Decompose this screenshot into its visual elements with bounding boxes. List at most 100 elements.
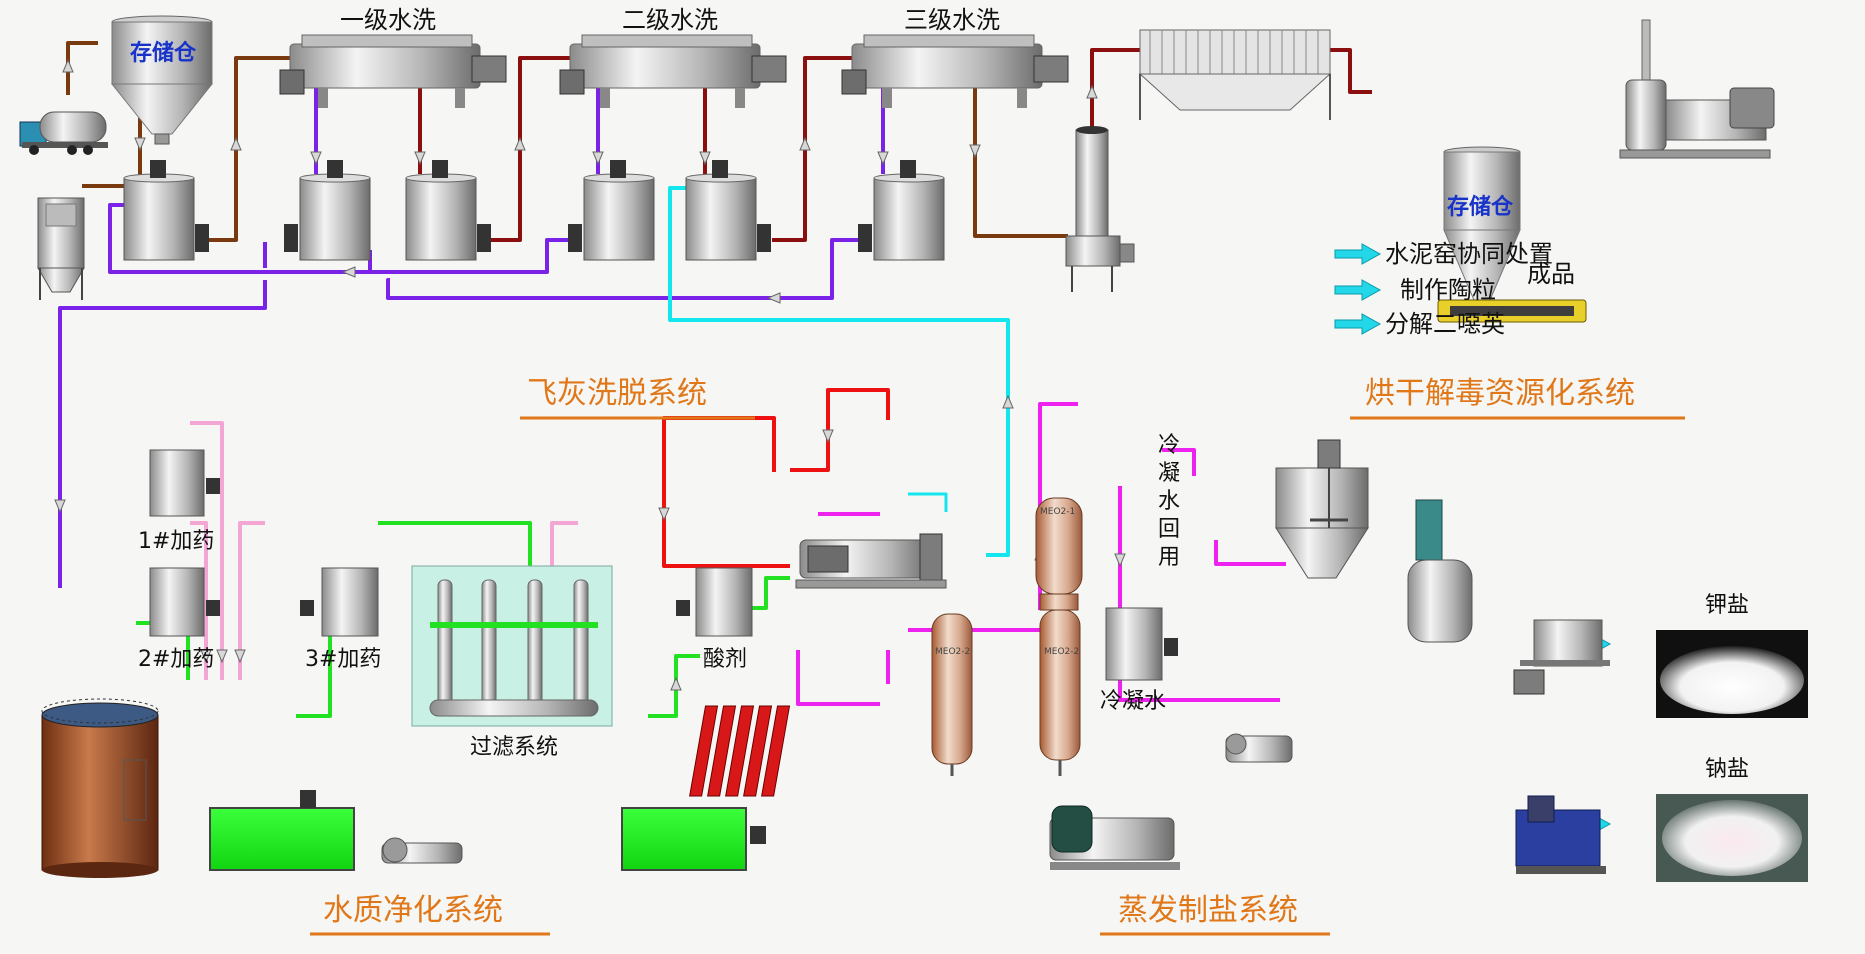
arrow-icon xyxy=(969,144,981,159)
pipe-tank1-washer1 xyxy=(205,56,290,242)
washer-1 xyxy=(279,34,507,108)
dosing-tank-2 xyxy=(149,567,220,637)
vertical-char: 水 xyxy=(1158,489,1180,514)
pipe-mag-8 xyxy=(1214,540,1286,566)
arrow-icon xyxy=(1334,243,1382,265)
screw-conveyor xyxy=(1437,299,1587,323)
tanker-truck xyxy=(19,111,108,155)
product-label: 成品 xyxy=(1527,260,1575,288)
arrow-icon xyxy=(414,151,426,166)
evaporator-2 xyxy=(1035,497,1083,776)
pump-1 xyxy=(381,837,463,864)
arrow-icon xyxy=(799,136,811,151)
arrow-icon xyxy=(699,151,711,166)
reactor xyxy=(1407,499,1473,643)
salt-centrifuge xyxy=(1513,619,1610,695)
transfer-pump xyxy=(1225,733,1293,763)
pipe-steam-2 xyxy=(790,388,890,472)
sodium-salt-label: 钠盐 xyxy=(1705,757,1749,782)
pipe-purple-loop1 xyxy=(108,203,372,274)
storage-silo-1 xyxy=(110,15,214,145)
arrow-icon xyxy=(822,429,834,444)
arrow-icon xyxy=(514,136,526,151)
arrow-icon xyxy=(230,136,242,151)
wash-tank-3 xyxy=(405,160,491,261)
crystallizer xyxy=(1275,439,1369,579)
vertical-char: 回 xyxy=(1158,517,1180,542)
arrow-icon xyxy=(341,266,356,278)
arrow-icon xyxy=(1334,313,1382,335)
system-title-evap: 蒸发制盐系统 xyxy=(1118,893,1298,928)
sodium-salt-image xyxy=(1656,794,1808,882)
potassium-salt-label: 钾盐 xyxy=(1705,593,1749,618)
wash-tank-2 xyxy=(284,160,371,261)
silo-1-label: 存储仓 xyxy=(130,40,197,66)
system-title-wash: 飞灰洗脱系统 xyxy=(527,376,707,411)
acid-tank xyxy=(676,567,753,637)
condensate-tank xyxy=(1105,607,1178,681)
pipe-dose3 xyxy=(238,521,265,680)
washer-2-label: 二级水洗 xyxy=(622,6,718,34)
product-use-ceramsite: 制作陶粒 xyxy=(1400,276,1496,304)
pipe-dryer-fan xyxy=(1090,48,1140,132)
baghouse xyxy=(1138,29,1332,120)
arrow-icon xyxy=(200,649,212,664)
silo-2-label: 存储仓 xyxy=(1447,194,1514,220)
exhaust-fan xyxy=(1619,19,1775,159)
pipe-mag-2 xyxy=(796,650,880,706)
dosing-tank-1 xyxy=(149,449,220,517)
storage-silo-2 xyxy=(1443,146,1521,301)
pipe-purple-down xyxy=(58,280,267,588)
washer-3-label: 三级水洗 xyxy=(904,6,1000,34)
pipe-dose2 xyxy=(190,521,208,680)
dosing-1-label: 1#加药 xyxy=(138,529,214,554)
washer-3 xyxy=(841,34,1069,108)
filter-label: 过滤系统 xyxy=(470,735,558,760)
wash-tank-5 xyxy=(685,160,771,261)
pipe-purple-loop2 xyxy=(370,238,570,274)
system-title-dry: 烘干解毒资源化系统 xyxy=(1365,376,1635,411)
plate-heat-exchanger xyxy=(689,705,791,797)
arrow-icon xyxy=(234,649,246,664)
condensate-return-label: 冷 凝 水 回 用 xyxy=(1158,433,1180,570)
wash-tank-6 xyxy=(858,160,945,261)
evaporator-tag-2: MEO2-2 xyxy=(1044,647,1079,657)
dosing-3-label: 3#加药 xyxy=(305,647,381,672)
pipe-cyan-top xyxy=(908,492,948,512)
pipe-tanker-silo xyxy=(66,41,98,95)
arrow-icon xyxy=(1002,394,1014,409)
arrow-icon xyxy=(1334,279,1382,301)
product-use-dioxin: 分解二噁英 xyxy=(1385,310,1505,338)
pipe-mag-7 xyxy=(1162,448,1196,476)
evaporator-1 xyxy=(931,613,973,776)
arrow-icon xyxy=(670,676,682,691)
pipe-tank5-washer3 xyxy=(772,56,852,242)
product-use-cement: 水泥窑协同处置 xyxy=(1385,240,1553,268)
arrow-icon xyxy=(134,137,146,152)
pipe-washer3-dryer xyxy=(973,86,1068,238)
pipe-bag-fan xyxy=(1322,48,1372,94)
evaporator-tag-1: MEO2-2 xyxy=(935,647,970,657)
arrow-icon xyxy=(592,151,604,166)
mix-tank-1 xyxy=(209,790,355,871)
pipe-tank3-washer2 xyxy=(490,56,570,242)
filter-system xyxy=(411,565,613,727)
vertical-char: 冷 xyxy=(1158,433,1180,458)
dryer-column xyxy=(1065,126,1135,292)
arrow-icon xyxy=(1114,553,1126,568)
feed-bin xyxy=(37,197,85,300)
pipe-steam-3 xyxy=(662,450,790,568)
arrow-icon xyxy=(216,649,228,664)
dosing-tank-3 xyxy=(300,567,379,637)
dosing-2-label: 2#加药 xyxy=(138,647,214,672)
vertical-char: 凝 xyxy=(1158,461,1180,486)
condensate-label: 冷凝水 xyxy=(1100,689,1166,714)
pipe-purple-loop3 xyxy=(386,238,862,300)
arrow-icon xyxy=(62,58,74,73)
circulation-pump xyxy=(1049,805,1180,870)
evaporator-tag-0: MEO2-1 xyxy=(1040,507,1075,517)
arrow-icon xyxy=(310,151,322,166)
pipe-steam-1 xyxy=(662,416,776,500)
vapor-compressor xyxy=(795,533,947,589)
arrow-icon xyxy=(658,507,670,522)
